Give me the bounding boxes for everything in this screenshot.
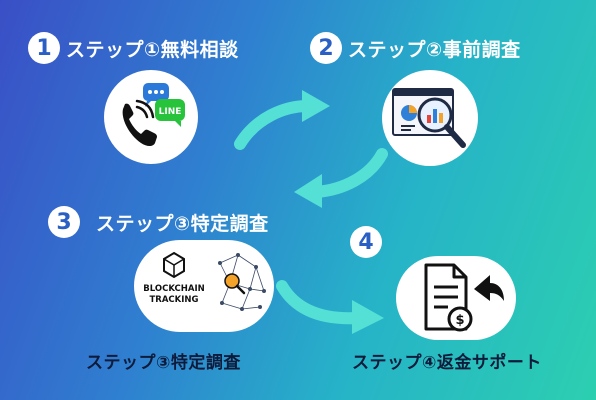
blockchain-label: BLOCKCHAIN — [143, 284, 204, 294]
step-2-title: ステップ②事前調査 — [348, 39, 521, 61]
step-3-number-badge: 3 — [48, 206, 80, 238]
step-4-number-badge: 4 — [350, 226, 382, 258]
line-badge-text: LINE — [159, 107, 182, 117]
phone-line-chat-icon: LINE — [122, 83, 185, 146]
arrow-step1-to-step2 — [234, 90, 330, 150]
step-1-title: ステップ①無料相談 — [66, 39, 239, 61]
step-2-number-badge: 2 — [310, 32, 342, 64]
step-4-icon-circle: $ — [396, 256, 516, 340]
step-2-icon-circle — [382, 70, 478, 166]
step-3-caption: ステップ③特定調査 — [86, 353, 241, 373]
svg-text:$: $ — [455, 313, 464, 328]
step-1-number-badge: 1 — [28, 32, 60, 64]
step-4-caption: ステップ④返金サポート — [352, 353, 542, 373]
arrow-step3-to-step4 — [276, 280, 384, 334]
blockchain-tracking-icon: BLOCKCHAIN TRACKING — [143, 251, 266, 311]
arrow-step2-to-step3 — [294, 148, 388, 208]
tracking-label: TRACKING — [150, 295, 199, 305]
step-1-icon-circle: LINE — [104, 70, 198, 164]
step-3-icon-circle: BLOCKCHAIN TRACKING — [134, 240, 274, 332]
refund-document-icon: $ — [424, 263, 504, 332]
step-3-title: ステップ③特定調査 — [96, 213, 269, 235]
report-magnifier-icon — [392, 88, 466, 148]
